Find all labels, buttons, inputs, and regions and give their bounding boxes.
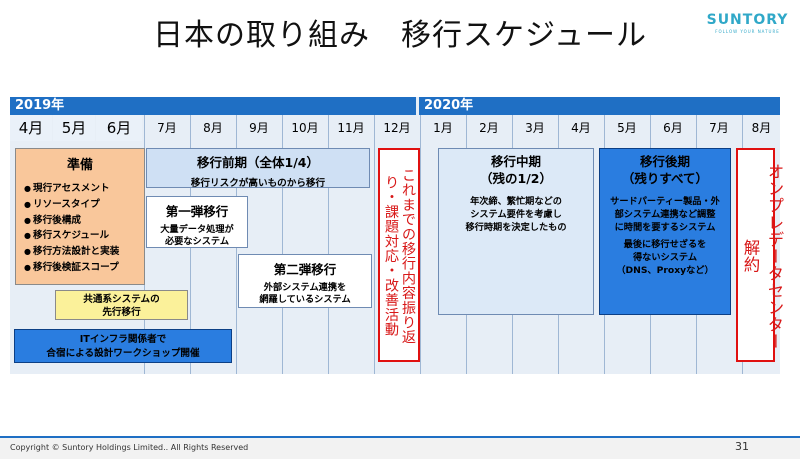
- onprem-text: オンプレデータセンター解約: [741, 162, 784, 350]
- wave2-box: 第二弾移行 外部システム連携を 網羅しているシステム: [238, 254, 372, 308]
- mid-migration-box: 移行中期 （残の1/2） 年次締、繁忙期などの システム要件を考慮し 移行時期を…: [438, 148, 594, 315]
- it-infra-box: ITインフラ関係者で 合宿による設計ワークショップ開催: [14, 329, 232, 363]
- review-text: これまでの移行内容振り返り・課題対応・改善活動: [383, 167, 416, 345]
- month-label: 5月: [53, 115, 95, 141]
- month-label: 6月: [663, 121, 683, 135]
- wave1-line: 大量データ処理が: [160, 224, 234, 235]
- wave2-line: 網羅しているシステム: [259, 294, 351, 305]
- prep-item: 現行アセスメント: [24, 181, 144, 197]
- late-line: 得ないシステム: [632, 252, 698, 263]
- mid-line: システム要件を考慮し: [470, 209, 562, 220]
- mid-line: 移行時期を決定したもの: [465, 222, 567, 233]
- copyright-text: Copyright © Suntory Holdings Limited.. A…: [10, 443, 249, 452]
- month-label: 9月: [249, 121, 269, 135]
- wave1-title: 第一弾移行: [165, 204, 229, 219]
- month-label: 7月: [709, 121, 729, 135]
- month-label: 10月: [291, 121, 319, 135]
- mid-title: 移行中期: [490, 154, 541, 169]
- month-label: 6月: [96, 115, 142, 141]
- prep-item: 移行スケジュール: [24, 228, 144, 244]
- prep-item: 移行方法設計と実装: [24, 244, 144, 260]
- mid-subtitle: （残の1/2）: [480, 171, 552, 186]
- prep-box: 準備 現行アセスメント リソースタイプ 移行後構成 移行スケジュール 移行方法設…: [15, 148, 145, 285]
- prep-item: 移行後構成: [24, 213, 144, 229]
- suntory-logo: SUNTORY FOLLOW YOUR NATURE: [705, 12, 790, 34]
- month-divider: [282, 115, 283, 374]
- it-infra-line: 合宿による設計ワークショップ開催: [46, 348, 200, 359]
- prep-list: 現行アセスメント リソースタイプ 移行後構成 移行スケジュール 移行方法設計と実…: [24, 181, 144, 276]
- month-divider: [420, 115, 421, 374]
- late-line: サードパーティー製品・外: [610, 196, 720, 207]
- pre-migration-title: 移行前期（全体1/4）: [197, 155, 319, 170]
- common-system-box: 共通系システムの 先行移行: [55, 290, 188, 320]
- year-2020-bar: 2020年: [419, 97, 780, 115]
- late-line: （DNS、Proxyなど）: [616, 265, 714, 276]
- prep-item: リソースタイプ: [24, 197, 144, 213]
- schedule-chart: 2019年 2020年 4月 5月 6月 7月 8月 9月 10月 11月 12…: [10, 97, 784, 374]
- pre-migration-box: 移行前期（全体1/4） 移行リスクが高いものから移行: [146, 148, 370, 189]
- month-label: 8月: [203, 121, 223, 135]
- month-label: 2月: [479, 121, 499, 135]
- late-line: 部システム連携など調整: [614, 209, 716, 220]
- wave2-title: 第二弾移行: [273, 262, 337, 277]
- footer-divider: [0, 436, 800, 438]
- month-label: 4月: [10, 115, 52, 141]
- pre-migration-desc: 移行リスクが高いものから移行: [190, 178, 326, 189]
- common-system-line: 先行移行: [102, 307, 141, 318]
- year-2019-bar: 2019年: [10, 97, 416, 115]
- wave1-box: 第一弾移行 大量データ処理が 必要なシステム: [146, 196, 248, 248]
- logo-wordmark: SUNTORY: [706, 12, 789, 28]
- month-label: 11月: [337, 121, 365, 135]
- month-label: 1月: [433, 121, 453, 135]
- slide-title: 日本の取り組み 移行スケジュール: [153, 18, 647, 53]
- month-divider: [374, 115, 375, 374]
- prep-title: 準備: [66, 158, 93, 173]
- late-line: 最後に移行せざるを: [623, 239, 707, 250]
- page-number: 31: [735, 440, 749, 453]
- month-label: 3月: [525, 121, 545, 135]
- month-label: 7月: [157, 121, 177, 135]
- month-label: 8月: [751, 121, 772, 135]
- review-box: これまでの移行内容振り返り・課題対応・改善活動: [378, 148, 420, 362]
- month-label: 5月: [617, 121, 637, 135]
- month-label: 12月: [383, 121, 411, 135]
- logo-tagline: FOLLOW YOUR NATURE: [715, 29, 780, 34]
- footer-bar: [0, 436, 800, 459]
- wave1-line: 必要なシステム: [164, 236, 230, 247]
- it-infra-line: ITインフラ関係者で: [79, 334, 167, 345]
- late-migration-box: 移行後期 （残りすべて） サードパーティー製品・外 部システム連携など調整 に時…: [599, 148, 731, 315]
- common-system-line: 共通系システムの: [83, 294, 160, 305]
- onprem-termination-box: オンプレデータセンター解約: [736, 148, 784, 362]
- month-label: 4月: [571, 121, 591, 135]
- wave2-line: 外部システム連携を: [263, 282, 347, 293]
- month-divider: [328, 115, 329, 374]
- month-row: 4月 5月 6月 7月 8月 9月 10月 11月 12月 1月 2月 3月 4…: [10, 115, 780, 141]
- late-title: 移行後期: [639, 154, 690, 169]
- late-subtitle: （残りすべて）: [621, 171, 709, 186]
- mid-line: 年次締、繁忙期などの: [470, 196, 562, 207]
- late-line: に時間を要するシステム: [614, 222, 716, 233]
- prep-item: 移行後検証スコープ: [24, 260, 144, 276]
